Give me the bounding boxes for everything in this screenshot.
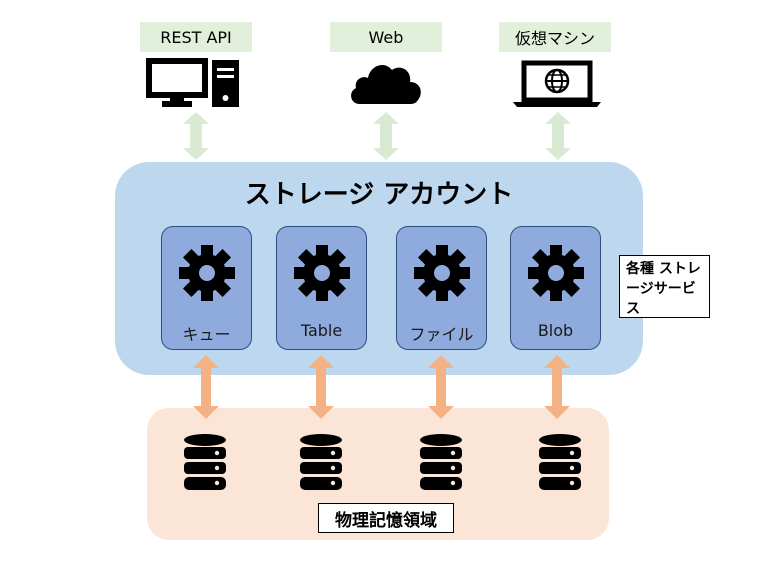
service-table: Table [276,226,367,350]
database-icon [539,434,581,490]
storage-services-note: 各種 ストレージサービス [619,255,710,318]
service-file: ファイル [396,226,487,350]
database-icon [420,434,462,490]
physical-storage-label: 物理記憶領域 [318,503,454,533]
gear-icon [414,245,470,301]
client-arrow-vm [545,112,571,160]
database-icon [300,434,342,490]
gear-icon [179,245,235,301]
service-blob: Blob [510,226,601,350]
service-queue: キュー [161,226,252,350]
client-label-vm: 仮想マシン [499,22,611,52]
gear-icon [294,245,350,301]
storage-arrow-blob [544,355,570,419]
client-label-rest-api: REST API [140,22,252,52]
storage-account-title: ストレージ アカウント [244,180,514,210]
service-label: ファイル [409,325,474,344]
database-icon [184,434,226,490]
client-arrow-rest-api [183,112,209,160]
storage-arrow-queue [193,355,219,419]
storage-arrow-file [428,355,454,419]
gear-icon [528,245,584,301]
cloud-icon [351,64,421,104]
client-arrow-web [373,112,399,160]
service-label: Table [300,321,343,340]
service-label: Blob [537,321,574,340]
storage-arrow-table [308,355,334,419]
laptop-globe-icon [513,60,601,107]
service-label: キュー [182,325,231,344]
desktop-computer-icon [146,58,239,107]
client-label-web: Web [330,22,442,52]
